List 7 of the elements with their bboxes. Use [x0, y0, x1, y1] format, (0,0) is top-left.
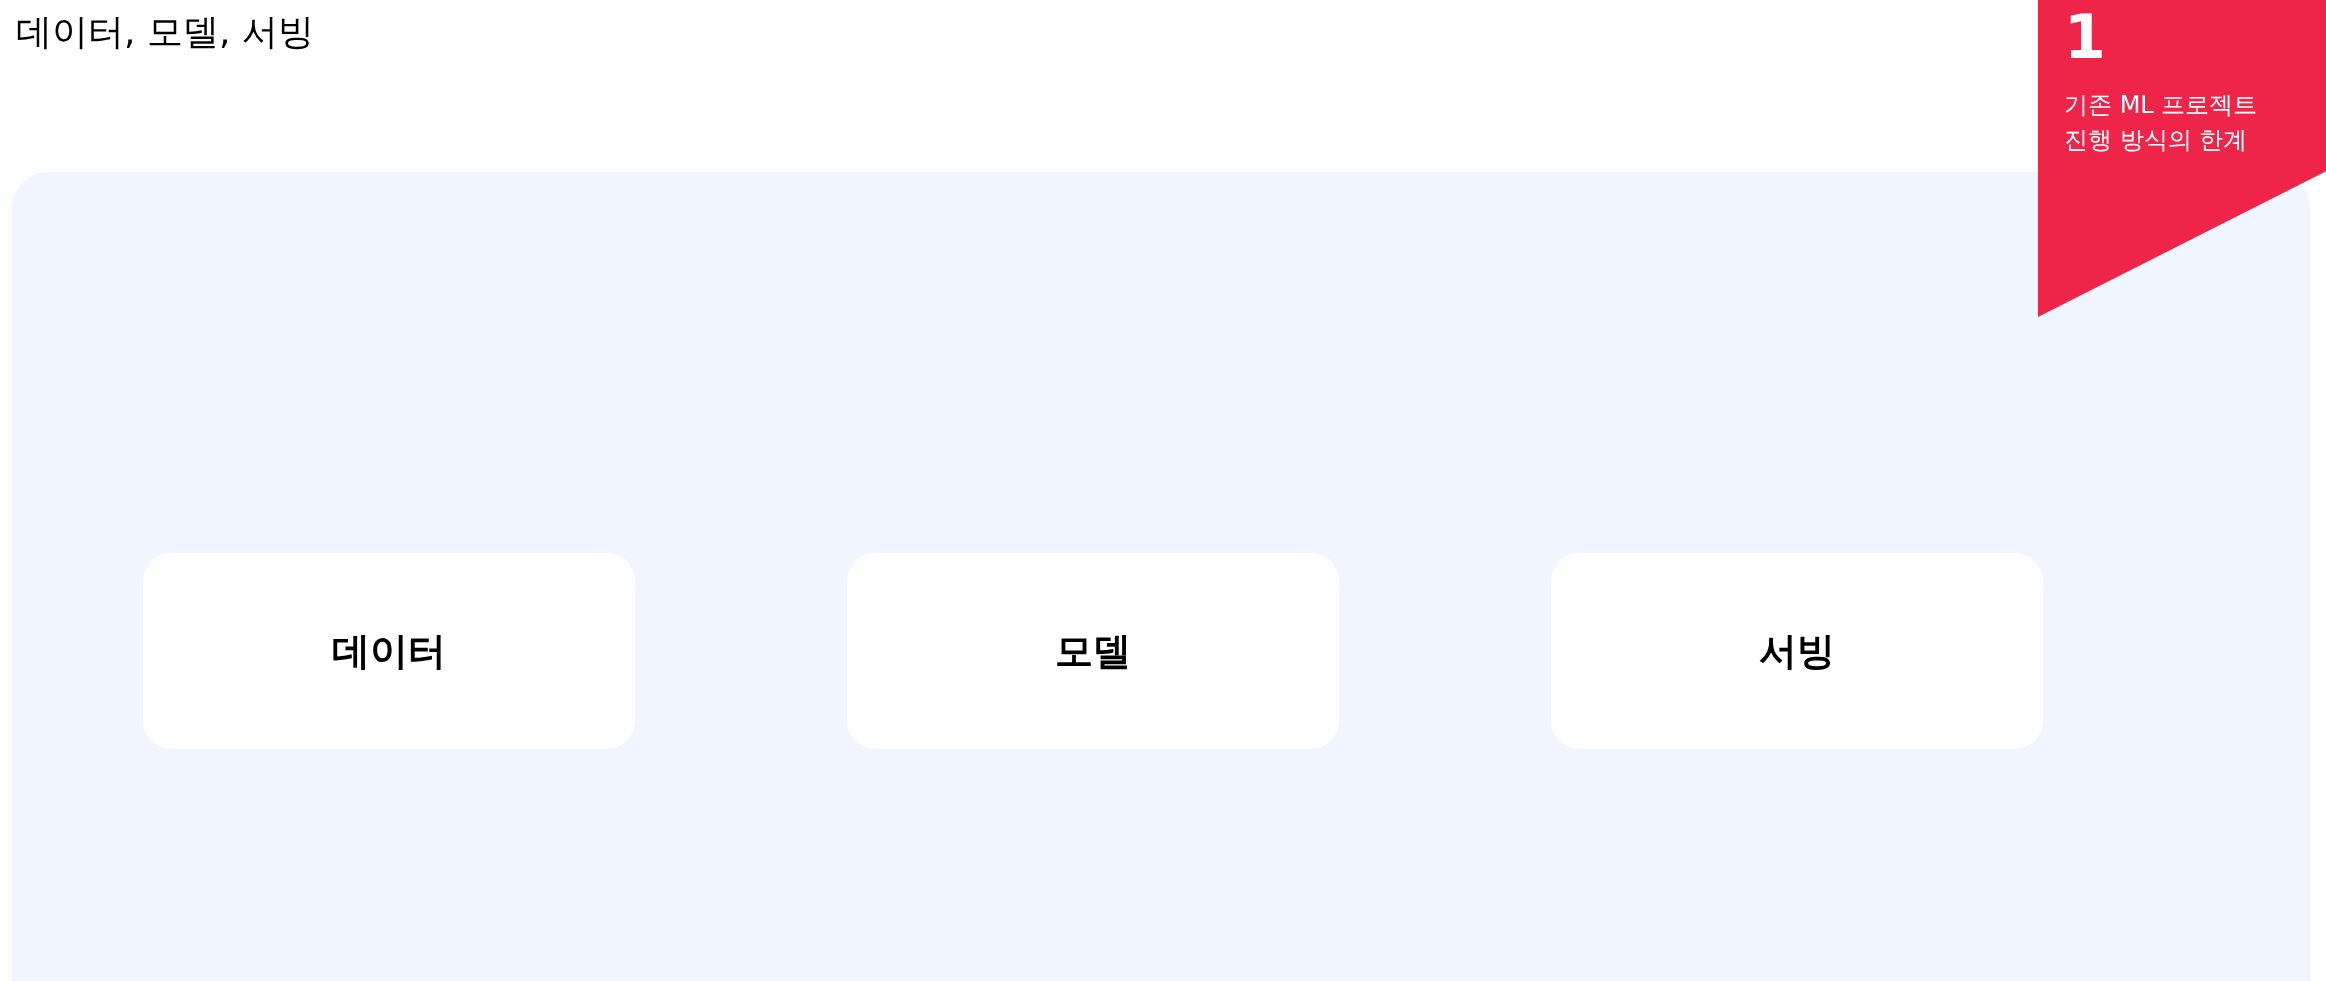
stage-label: 데이터 [332, 627, 446, 675]
panel-background [12, 172, 2310, 981]
badge-number: 1 [2064, 4, 2106, 70]
stage-label: 모델 [1055, 627, 1131, 675]
badge-caption: 기존 ML 프로젝트 진행 방식의 한계 [2064, 90, 2259, 156]
diagram-title: 데이터, 모델, 서빙 [16, 10, 314, 54]
stage-label: 서빙 [1759, 627, 1835, 675]
